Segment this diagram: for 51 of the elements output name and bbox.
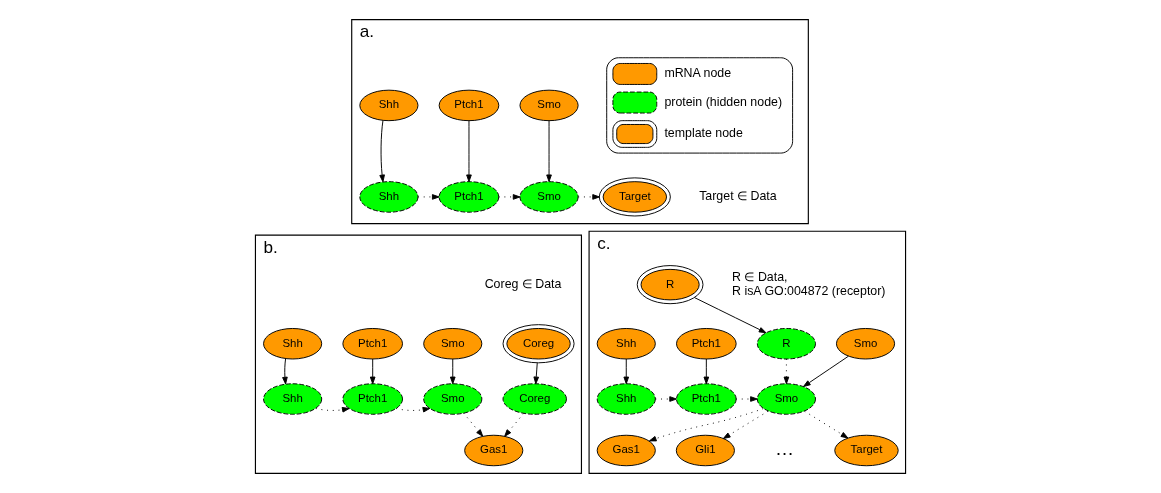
node-ellipse: Ptch1	[676, 383, 737, 415]
arrow	[379, 119, 385, 183]
arrow	[703, 358, 710, 385]
arrow	[722, 410, 769, 439]
arrow	[803, 355, 849, 387]
node-ellipse: Gas1	[464, 434, 524, 467]
node-label: R ∈ Data,	[732, 270, 788, 285]
node-ellipse: Shh	[359, 89, 419, 122]
node-ellipse: Smo	[519, 89, 579, 122]
arrow	[533, 362, 540, 385]
node-ellipse: Ptch1	[438, 89, 500, 122]
node-ellipse: Smo	[756, 383, 816, 415]
node-ellipse: Target	[598, 177, 671, 217]
arrow	[648, 408, 764, 442]
node-ellipse: Smo	[835, 328, 896, 360]
node-ellipse: Ptch1	[438, 181, 500, 213]
node-ellipse: Smo	[519, 181, 579, 213]
arrow	[417, 194, 440, 200]
node-label: R isA GO:004872 (receptor)	[732, 283, 886, 298]
arrow	[623, 358, 630, 385]
arrow	[315, 407, 350, 413]
arrow	[369, 358, 376, 385]
arrow	[577, 194, 600, 200]
node-ellipse: Shh	[359, 181, 419, 213]
arrow	[463, 412, 484, 437]
arrow	[466, 120, 472, 183]
arrow	[282, 358, 288, 385]
arrow	[694, 297, 767, 334]
legend-label: protein (hidden node)	[664, 94, 783, 109]
arrow	[504, 413, 524, 437]
node-ellipse: Coreg	[502, 324, 575, 364]
node-ellipse: Shh	[263, 383, 323, 415]
label: …	[774, 438, 795, 460]
node-ellipse: Shh	[263, 328, 323, 360]
arrow	[654, 396, 677, 402]
node-ellipse: Shh	[596, 383, 656, 415]
arrow	[804, 410, 849, 439]
legend-label: template node	[664, 126, 743, 141]
node-label: Coreg ∈ Data	[484, 276, 562, 291]
arrow	[395, 406, 431, 413]
node-ellipse: Ptch1	[342, 328, 403, 360]
arrow	[735, 396, 758, 402]
arrow	[498, 194, 521, 200]
node-ellipse: Coreg	[502, 383, 567, 415]
legend-label: mRNA node	[664, 66, 732, 81]
node-ellipse: Ptch1	[676, 328, 737, 360]
node-ellipse: Shh	[596, 328, 656, 360]
arrow	[449, 358, 456, 385]
node-label: Target ∈ Data	[699, 189, 777, 204]
arrow	[546, 120, 552, 183]
node-ellipse: Smo	[423, 328, 483, 360]
